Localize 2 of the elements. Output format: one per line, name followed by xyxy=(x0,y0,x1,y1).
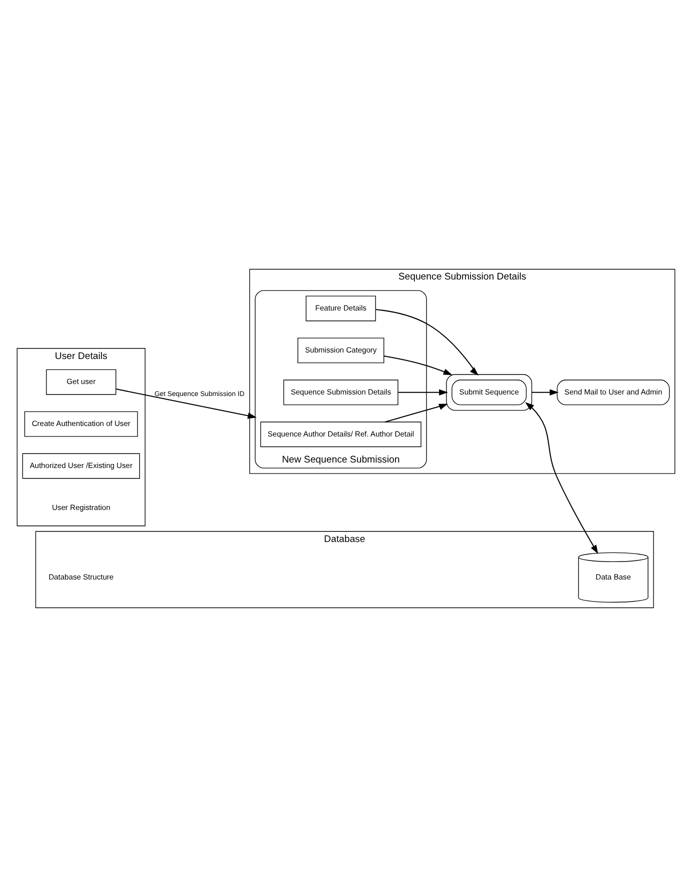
label: User Registration xyxy=(52,502,110,512)
label: Database Structure xyxy=(48,572,114,581)
